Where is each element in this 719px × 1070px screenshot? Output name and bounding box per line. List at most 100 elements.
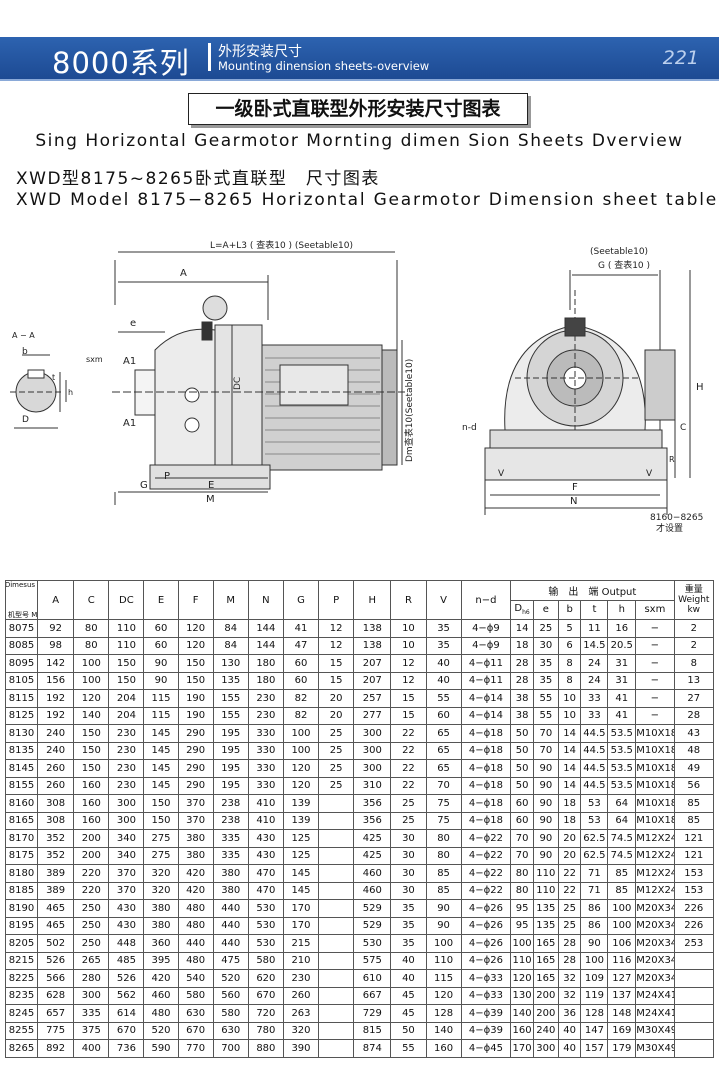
- table-cell: 15: [390, 706, 427, 725]
- table-cell: 18: [510, 636, 534, 655]
- table-cell: −: [635, 689, 675, 708]
- table-cell: 330: [247, 776, 284, 795]
- model-cell: 8135: [4, 741, 39, 760]
- table-cell: 526: [108, 969, 145, 988]
- table-cell: 10: [557, 706, 582, 725]
- table-cell: 150: [177, 654, 214, 673]
- table-cell: 335: [212, 829, 249, 848]
- table-cell: 4−ϕ26: [460, 951, 512, 970]
- table-cell: 70: [532, 741, 559, 760]
- dim-a: A: [180, 268, 187, 279]
- dim-l-label: L=A+L3 ( 查表10 ) (Seetable10): [210, 239, 353, 251]
- table-cell: 4−ϕ18: [460, 794, 512, 813]
- model-cell: 8170: [4, 829, 39, 848]
- table-cell: 190: [177, 706, 214, 725]
- table-cell: 195: [212, 759, 249, 778]
- sub-title-en: XWD Model 8175−8265 Horizontal Gearmotor…: [16, 190, 718, 210]
- table-cell: 138: [353, 619, 392, 638]
- table-cell: 120: [177, 636, 214, 655]
- table-cell: 560: [212, 986, 249, 1005]
- dim-v-left: V: [498, 469, 505, 479]
- table-cell: 60: [143, 619, 179, 638]
- table-cell: 156: [37, 671, 75, 690]
- table-cell: M10X18: [635, 759, 675, 778]
- table-cell: 670: [108, 1021, 145, 1040]
- model-cell: 8265: [4, 1039, 39, 1058]
- model-cell: 8130: [4, 724, 39, 743]
- dim-nd: n-d: [462, 423, 477, 433]
- dim-n: N: [570, 496, 577, 507]
- table-cell: 100: [73, 654, 110, 673]
- table-cell: 148: [607, 1004, 637, 1023]
- table-cell: 729: [353, 1004, 392, 1023]
- table-cell: 4−ϕ22: [460, 829, 512, 848]
- table-cell: M24X41: [635, 1004, 675, 1023]
- table-cell: 389: [37, 881, 75, 900]
- table-cell: 109: [580, 969, 609, 988]
- dimension-table: 尺寸 Dimesus 机型号 Model A C DC E F M N G P …: [4, 580, 715, 1058]
- table-cell: 55: [532, 706, 559, 725]
- table-cell: 280: [73, 969, 110, 988]
- table-cell: [673, 1039, 715, 1058]
- table-cell: 40: [557, 1039, 582, 1058]
- table-cell: 64: [607, 811, 637, 830]
- table-cell: 145: [143, 759, 179, 778]
- table-cell: M30X49: [635, 1021, 675, 1040]
- table-cell: 204: [108, 706, 145, 725]
- table-cell: 300: [108, 811, 145, 830]
- table-cell: 25: [532, 619, 559, 638]
- table-cell: 330: [247, 741, 284, 760]
- table-cell: M20X34: [635, 934, 675, 953]
- model-cell: 8190: [4, 899, 39, 918]
- table-cell: 82: [282, 706, 320, 725]
- table-cell: 240: [37, 724, 75, 743]
- table-cell: 4−ϕ14: [460, 706, 512, 725]
- table-cell: 195: [212, 776, 249, 795]
- col-header-output: t: [580, 599, 609, 620]
- table-cell: 238: [212, 794, 249, 813]
- table-cell: 330: [247, 759, 284, 778]
- table-cell: [318, 986, 355, 1005]
- col-header: E: [143, 580, 179, 620]
- table-cell: M12X24: [635, 846, 675, 865]
- table-cell: [318, 829, 355, 848]
- table-cell: 98: [37, 636, 75, 655]
- table-cell: 95: [510, 899, 534, 918]
- table-cell: 520: [212, 969, 249, 988]
- table-cell: 36: [557, 1004, 582, 1023]
- table-cell: 4−ϕ18: [460, 741, 512, 760]
- table-cell: 138: [353, 636, 392, 655]
- table-cell: 70: [510, 846, 534, 865]
- table-cell: 356: [353, 794, 392, 813]
- table-cell: 100: [607, 916, 637, 935]
- table-cell: 53.5: [607, 724, 637, 743]
- corner-header: 尺寸 Dimesus 机型号 Model: [4, 580, 39, 620]
- table-cell: 25: [318, 776, 355, 795]
- table-cell: 13: [673, 671, 715, 690]
- table-cell: 155: [212, 689, 249, 708]
- table-cell: 115: [143, 706, 179, 725]
- table-cell: 28: [510, 671, 534, 690]
- col-header-output: Dh6: [510, 599, 534, 620]
- table-cell: 41: [607, 706, 637, 725]
- table-cell: 150: [73, 741, 110, 760]
- table-cell: 53.5: [607, 759, 637, 778]
- col-header: F: [177, 580, 214, 620]
- table-cell: 226: [673, 916, 715, 935]
- dim-e: e: [130, 318, 136, 329]
- table-cell: 375: [73, 1021, 110, 1040]
- table-cell: 22: [390, 759, 427, 778]
- table-cell: 667: [353, 986, 392, 1005]
- table-cell: 35: [532, 671, 559, 690]
- output-group-header: 输 出 端 Output: [510, 580, 675, 601]
- table-cell: [318, 1004, 355, 1023]
- table-cell: 85: [425, 864, 462, 883]
- table-cell: 140: [425, 1021, 462, 1040]
- dim-g-right: G ( 查表10 ): [598, 259, 650, 271]
